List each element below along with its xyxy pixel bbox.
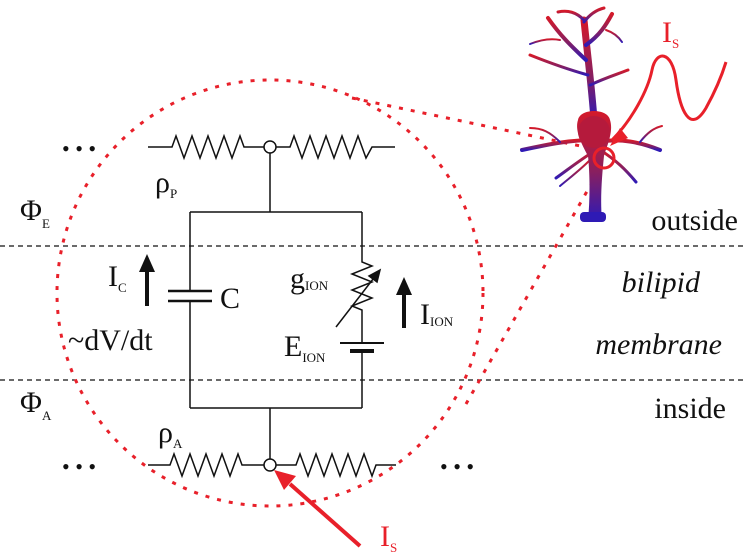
is-label-bottom: IS bbox=[380, 520, 397, 554]
injection-arrow bbox=[274, 470, 362, 548]
phi-e-label: ΦE bbox=[20, 194, 50, 231]
capacitance-label: C bbox=[220, 282, 240, 315]
membrane-circuit bbox=[168, 211, 384, 409]
g-ion-label: gION bbox=[290, 262, 329, 295]
top-left-ellipsis: • • • bbox=[62, 136, 96, 161]
e-ion-label: EION bbox=[284, 330, 326, 365]
i-c-label: IC bbox=[108, 260, 127, 295]
outside-label: outside bbox=[651, 204, 738, 237]
stimulus-ring bbox=[592, 146, 616, 170]
bottom-node bbox=[263, 458, 277, 472]
top-node bbox=[263, 140, 277, 154]
dvdt-label: ~dV/dt bbox=[68, 324, 153, 357]
stimulus-arrowhead bbox=[610, 128, 628, 146]
zoom-connector-upper bbox=[351, 96, 591, 150]
is-label-top: IS bbox=[662, 16, 679, 51]
variable-resistor-arrowhead bbox=[367, 268, 382, 284]
bottom-left-ellipsis: • • • bbox=[62, 454, 96, 479]
rho-p-label: ρP bbox=[155, 166, 177, 201]
resistor-rho-p-left bbox=[148, 133, 264, 161]
resistor-rho-a-right bbox=[276, 451, 396, 479]
phi-a-label: ΦA bbox=[20, 386, 52, 423]
neuron-soma bbox=[578, 116, 610, 148]
rho-a-label: ρA bbox=[158, 416, 183, 451]
resistor-rho-a-left bbox=[148, 451, 264, 479]
neuron-stimulus bbox=[592, 54, 728, 170]
bottom-resistor-network bbox=[148, 408, 396, 479]
ionic-current-arrow bbox=[396, 277, 412, 328]
stimulus-wave bbox=[610, 54, 728, 142]
zoom-connector-lower bbox=[464, 171, 600, 405]
neuron-icon bbox=[520, 6, 663, 222]
resistor-rho-p-right bbox=[276, 133, 395, 161]
bottom-right-ellipsis: • • • bbox=[440, 454, 474, 479]
i-ion-label: IION bbox=[420, 298, 454, 331]
membrane-label: membrane bbox=[595, 328, 722, 361]
variable-resistor-g-ion bbox=[349, 255, 375, 325]
zoom-circle bbox=[55, 78, 485, 508]
neuron-axon-terminal bbox=[580, 212, 606, 222]
inside-label: inside bbox=[654, 392, 726, 425]
capacitive-current-arrow bbox=[139, 254, 155, 306]
top-resistor-network bbox=[148, 133, 395, 212]
bilipid-label: bilipid bbox=[622, 266, 701, 299]
